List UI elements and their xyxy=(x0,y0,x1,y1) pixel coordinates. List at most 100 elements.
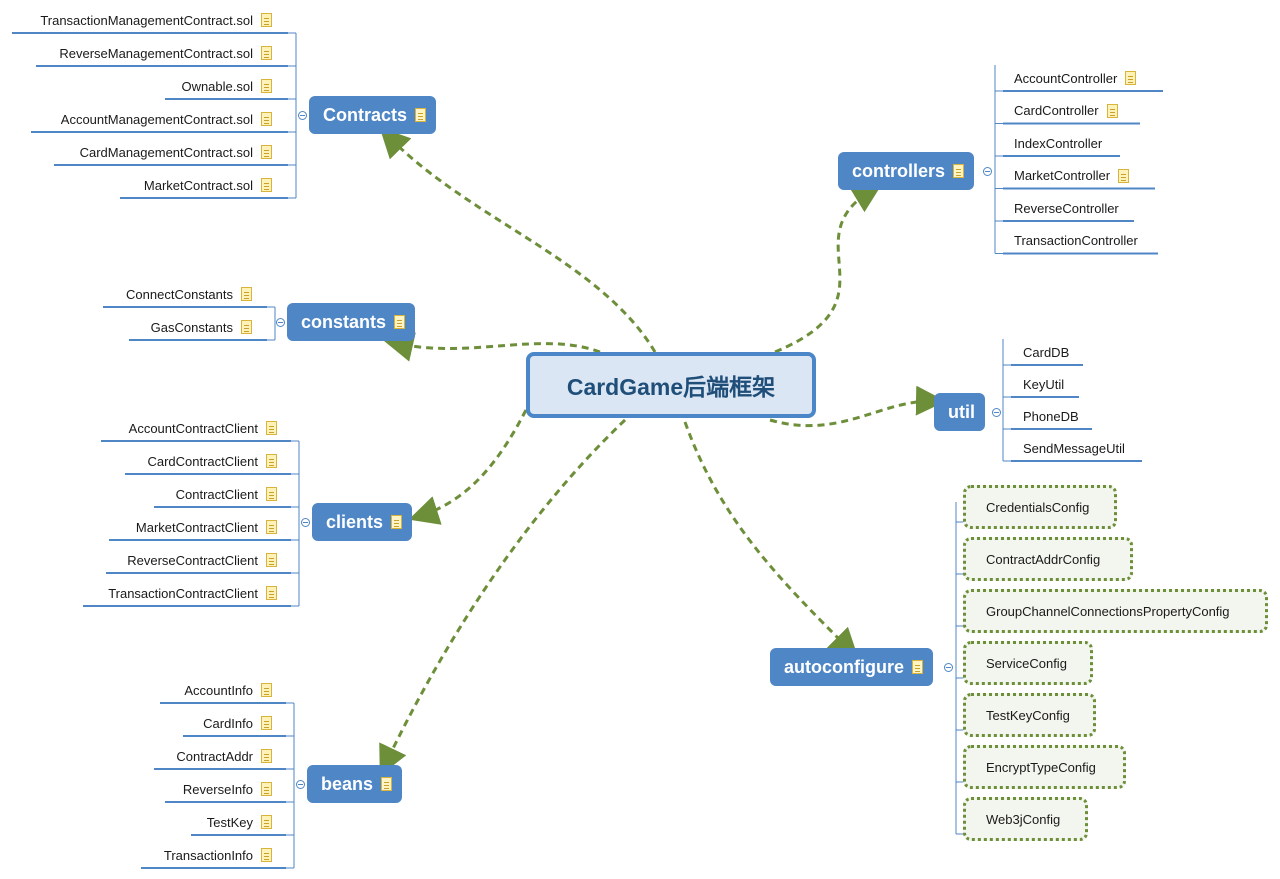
note-icon xyxy=(266,487,277,501)
note-icon xyxy=(391,515,403,529)
note-icon xyxy=(261,848,272,862)
leaf-clients-item[interactable]: ReverseContractClient xyxy=(127,546,277,574)
leaf-util-item[interactable]: SendMessageUtil xyxy=(1023,434,1125,462)
leaf-label: AccountInfo xyxy=(184,682,253,698)
leaf-controllers-item[interactable]: AccountController xyxy=(1014,64,1137,92)
collapse-icon[interactable] xyxy=(298,111,307,120)
topic-label: constants xyxy=(301,311,387,332)
leaf-controllers-item[interactable]: ReverseController xyxy=(1014,194,1119,222)
collapse-icon[interactable] xyxy=(276,318,285,327)
note-icon xyxy=(1106,103,1118,118)
leaf-beans-item[interactable]: TestKey xyxy=(207,808,272,836)
leaf-util-item[interactable]: PhoneDB xyxy=(1023,402,1079,430)
note-icon xyxy=(261,716,272,730)
topic-label: beans xyxy=(321,773,374,794)
topic-util[interactable]: util xyxy=(934,393,985,431)
topic-label: util xyxy=(948,401,975,422)
leaf-beans-item[interactable]: CardInfo xyxy=(203,709,272,737)
note-icon xyxy=(261,13,272,27)
config-box[interactable]: TestKeyConfig xyxy=(963,693,1096,737)
leaf-controllers-item[interactable]: IndexController xyxy=(1014,129,1102,157)
central-topic[interactable]: CardGame后端框架 xyxy=(526,352,816,418)
topic-beans[interactable]: beans xyxy=(307,765,403,803)
collapse-icon[interactable] xyxy=(983,167,992,176)
leaf-label: ReverseManagementContract.sol xyxy=(59,45,253,61)
leaf-beans-item[interactable]: AccountInfo xyxy=(184,676,272,704)
leaf-label: ReverseController xyxy=(1014,200,1119,216)
collapse-icon[interactable] xyxy=(992,408,1001,417)
config-box[interactable]: EncryptTypeConfig xyxy=(963,745,1126,789)
leaf-contracts-item[interactable]: TransactionManagementContract.sol xyxy=(40,6,272,34)
leaf-label: MarketController xyxy=(1014,168,1111,183)
leaf-controllers-item[interactable]: CardController xyxy=(1014,97,1118,125)
leaf-constants-item[interactable]: GasConstants xyxy=(151,313,252,341)
collapse-icon[interactable] xyxy=(944,663,953,672)
config-box[interactable]: CredentialsConfig xyxy=(963,485,1117,529)
leaf-contracts-item[interactable]: AccountManagementContract.sol xyxy=(61,105,272,133)
leaf-util-item[interactable]: KeyUtil xyxy=(1023,370,1064,398)
config-box[interactable]: GroupChannelConnectionsPropertyConfig xyxy=(963,589,1268,633)
leaf-label: CardInfo xyxy=(203,715,253,731)
note-icon xyxy=(1118,168,1130,183)
topic-label: Contracts xyxy=(323,104,408,125)
leaf-clients-item[interactable]: TransactionContractClient xyxy=(108,579,277,607)
leaf-label: SendMessageUtil xyxy=(1023,440,1125,456)
leaf-contracts-item[interactable]: CardManagementContract.sol xyxy=(80,138,272,166)
leaf-contracts-item[interactable]: ReverseManagementContract.sol xyxy=(59,39,272,67)
leaf-constants-item[interactable]: ConnectConstants xyxy=(126,280,252,308)
leaf-beans-item[interactable]: ReverseInfo xyxy=(183,775,272,803)
leaf-contracts-item[interactable]: Ownable.sol xyxy=(181,72,272,100)
leaf-controllers-item[interactable]: TransactionController xyxy=(1014,227,1138,255)
note-icon xyxy=(266,520,277,534)
topic-contracts[interactable]: Contracts xyxy=(309,96,437,134)
config-label: CredentialsConfig xyxy=(986,499,1090,515)
config-label: Web3jConfig xyxy=(986,811,1061,827)
topic-clients[interactable]: clients xyxy=(312,503,413,541)
leaf-label: KeyUtil xyxy=(1023,376,1065,392)
topic-constants[interactable]: constants xyxy=(287,303,416,341)
leaf-label: AccountManagementContract.sol xyxy=(60,111,253,127)
leaf-util-item[interactable]: CardDB xyxy=(1023,338,1069,366)
config-box[interactable]: Web3jConfig xyxy=(963,797,1088,841)
link-contracts xyxy=(379,127,657,353)
leaf-label: MarketContract.sol xyxy=(143,177,253,193)
topic-label: autoconfigure xyxy=(784,656,904,677)
note-icon xyxy=(266,454,277,468)
note-icon xyxy=(266,586,277,600)
collapse-icon[interactable] xyxy=(301,518,310,527)
leaf-label: ConnectConstants xyxy=(126,286,233,302)
leaf-label: TestKey xyxy=(206,814,253,830)
note-icon xyxy=(261,683,272,697)
config-box[interactable]: ServiceConfig xyxy=(963,641,1093,685)
leaf-clients-item[interactable]: CardContractClient xyxy=(147,447,277,475)
leaf-clients-item[interactable]: ContractClient xyxy=(176,480,277,508)
leaf-beans-item[interactable]: TransactionInfo xyxy=(164,841,272,869)
config-box[interactable]: ContractAddrConfig xyxy=(963,537,1133,581)
note-icon xyxy=(261,145,272,159)
leaf-label: IndexController xyxy=(1014,135,1103,151)
leaf-label: MarketContractClient xyxy=(135,519,258,535)
leaf-label: PhoneDB xyxy=(1023,408,1079,424)
leaf-label: ReverseInfo xyxy=(182,781,253,797)
note-icon xyxy=(261,178,272,192)
link-beans xyxy=(379,418,627,776)
note-icon xyxy=(261,79,272,93)
leaf-label: GasConstants xyxy=(150,319,233,335)
config-label: TestKeyConfig xyxy=(986,707,1070,723)
leaf-label: ReverseContractClient xyxy=(127,552,258,568)
leaf-label: CardDB xyxy=(1023,344,1070,360)
note-icon xyxy=(261,782,272,796)
config-label: EncryptTypeConfig xyxy=(986,759,1096,775)
note-icon xyxy=(415,108,427,122)
note-icon xyxy=(381,777,393,791)
leaf-clients-item[interactable]: MarketContractClient xyxy=(136,513,277,541)
leaf-beans-item[interactable]: ContractAddr xyxy=(176,742,272,770)
topic-autoconfigure[interactable]: autoconfigure xyxy=(770,648,933,686)
leaf-label: AccountController xyxy=(1014,70,1118,86)
collapse-icon[interactable] xyxy=(296,780,305,789)
leaf-contracts-item[interactable]: MarketContract.sol xyxy=(144,171,272,199)
topic-label: controllers xyxy=(852,160,946,181)
leaf-clients-item[interactable]: AccountContractClient xyxy=(129,414,277,442)
leaf-controllers-item[interactable]: MarketController xyxy=(1014,162,1130,190)
topic-controllers[interactable]: controllers xyxy=(838,152,975,190)
